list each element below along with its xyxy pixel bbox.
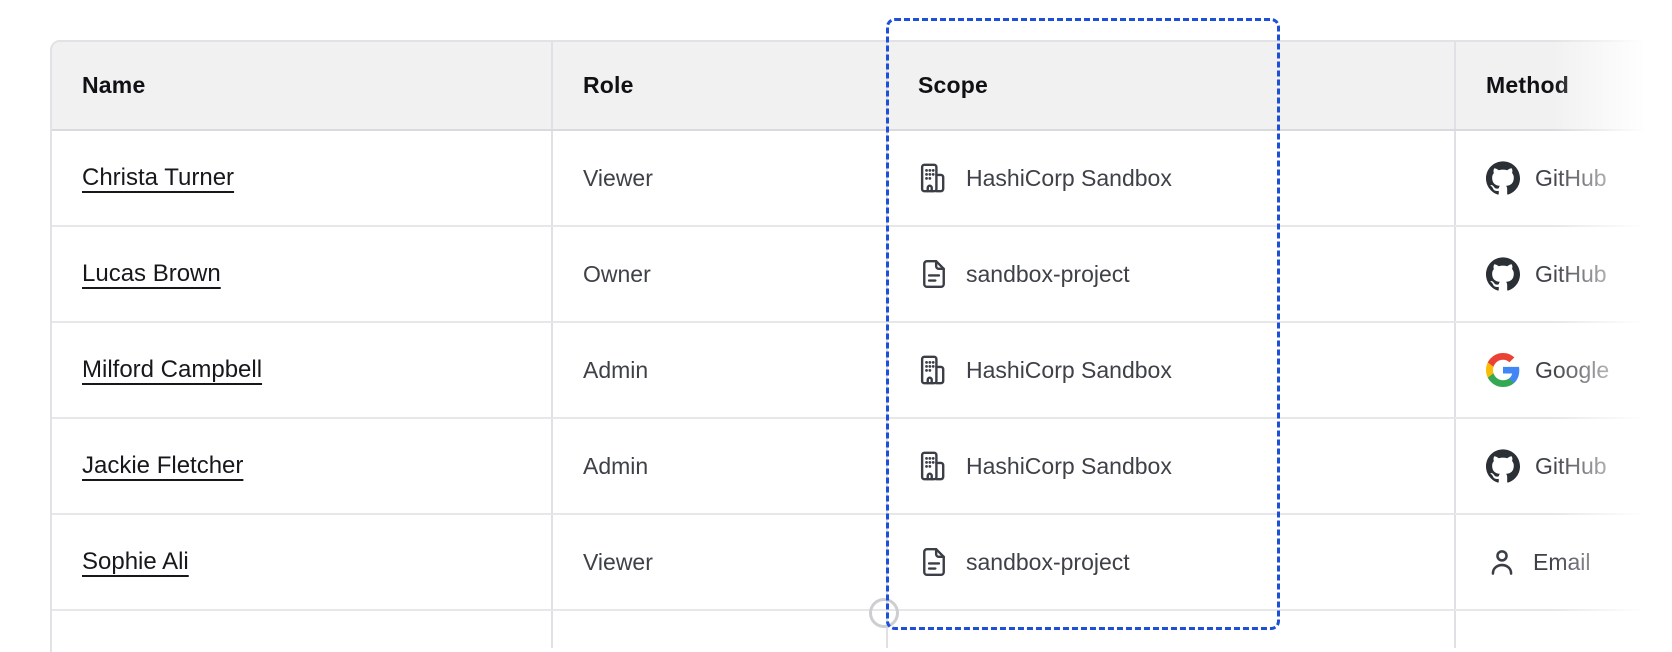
member-name-link[interactable]: Jackie Fletcher <box>82 452 244 479</box>
role-label: Admin <box>583 452 649 479</box>
file-text-icon <box>923 548 945 576</box>
member-name-link[interactable]: Lucas Brown <box>82 260 221 287</box>
method-label: GitHub <box>1535 164 1607 191</box>
column-header-label: Role <box>583 72 634 98</box>
org-icon <box>920 451 945 481</box>
scope-cell: HashiCorp Sandbox <box>888 323 1456 417</box>
members-table: Name Role Scope Method Christa Turner Vi… <box>50 40 1672 652</box>
member-name-link[interactable]: Milford Campbell <box>82 356 263 383</box>
table-row: Milford Campbell Admin HashiCorp Sandbox… <box>52 323 1672 419</box>
method-label: Email <box>1533 548 1591 575</box>
role-label: Viewer <box>583 164 653 191</box>
github-icon <box>1486 161 1520 195</box>
name-cell: Jackie Fletcher <box>52 419 553 513</box>
role-cell: Admin <box>553 419 888 513</box>
role-cell: Viewer <box>553 131 888 225</box>
role-cell: Viewer <box>553 515 888 609</box>
member-name-link[interactable]: Sophie Ali <box>82 548 189 575</box>
scope-label: HashiCorp Sandbox <box>966 164 1172 191</box>
org-icon <box>920 355 945 385</box>
column-header-label: Scope <box>918 72 989 98</box>
member-name-link[interactable]: Christa Turner <box>82 164 235 191</box>
github-icon <box>1486 449 1520 483</box>
scope-label: HashiCorp Sandbox <box>966 356 1172 383</box>
method-cell: GitHub <box>1456 227 1672 321</box>
github-icon <box>1486 257 1520 291</box>
column-header-scope: Scope <box>888 42 1456 129</box>
role-cell: Admin <box>553 323 888 417</box>
partial-row-icon <box>869 598 899 628</box>
scope-label: sandbox-project <box>966 260 1130 287</box>
role-label: Owner <box>583 260 651 287</box>
method-cell: Google <box>1456 323 1672 417</box>
scope-cell: HashiCorp Sandbox <box>888 419 1456 513</box>
table-row: Christa Turner Viewer HashiCorp Sandbox … <box>52 131 1672 227</box>
table-header-row: Name Role Scope Method <box>52 42 1672 131</box>
org-icon <box>920 163 945 193</box>
column-header-role: Role <box>553 42 888 129</box>
file-text-icon <box>923 260 945 288</box>
google-icon <box>1486 353 1520 387</box>
scope-cell: sandbox-project <box>888 227 1456 321</box>
method-label: GitHub <box>1535 452 1607 479</box>
person-icon <box>1491 550 1513 575</box>
role-label: Viewer <box>583 548 653 575</box>
method-label: GitHub <box>1535 260 1607 287</box>
table-row: Lucas Brown Owner sandbox-project GitHub <box>52 227 1672 323</box>
method-cell: GitHub <box>1456 419 1672 513</box>
column-header-label: Name <box>82 72 146 98</box>
role-cell: Owner <box>553 227 888 321</box>
column-header-name: Name <box>52 42 553 129</box>
method-cell: Email <box>1456 515 1672 609</box>
name-cell: Lucas Brown <box>52 227 553 321</box>
name-cell: Christa Turner <box>52 131 553 225</box>
name-cell: Milford Campbell <box>52 323 553 417</box>
name-cell: Sophie Ali <box>52 515 553 609</box>
scope-cell: HashiCorp Sandbox <box>888 131 1456 225</box>
table-row: Jackie Fletcher Admin HashiCorp Sandbox … <box>52 419 1672 515</box>
method-cell: GitHub <box>1456 131 1672 225</box>
role-label: Admin <box>583 356 649 383</box>
scope-label: sandbox-project <box>966 548 1130 575</box>
scope-label: HashiCorp Sandbox <box>966 452 1172 479</box>
scope-cell: sandbox-project <box>888 515 1456 609</box>
method-label: Google <box>1535 356 1610 383</box>
table-row: Sophie Ali Viewer sandbox-project Email <box>52 515 1672 611</box>
table-row-partial <box>52 611 1672 648</box>
column-header-label: Method <box>1486 72 1569 98</box>
column-header-method: Method <box>1456 42 1672 129</box>
